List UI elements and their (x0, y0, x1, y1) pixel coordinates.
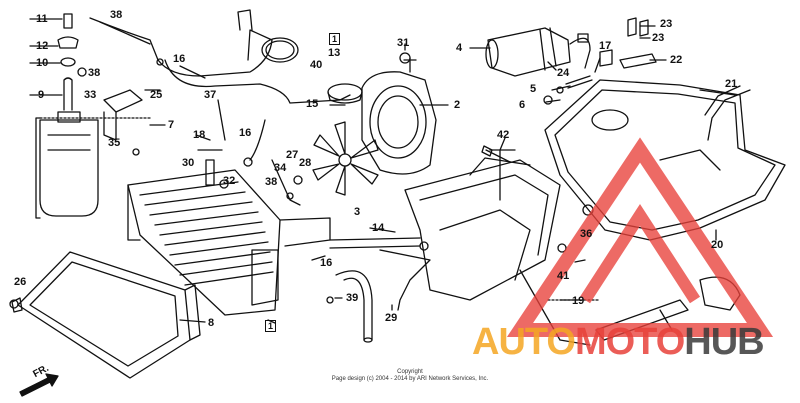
callout-27: 27 (286, 149, 299, 161)
callout-7: 7 (168, 119, 175, 131)
watermark-auto: AUTO (472, 321, 576, 363)
callout-37: 37 (204, 89, 217, 101)
thermo-switch (205, 159, 215, 186)
hose-upper (249, 119, 266, 161)
callout-24: 24 (557, 67, 570, 79)
lower-hose (329, 237, 421, 249)
hose-band (261, 37, 299, 63)
overflow-hose (89, 9, 351, 104)
callout-15: 15 (306, 98, 319, 110)
radiator-mount-bracket (404, 149, 591, 346)
copyright-text: Page design (c) 2004 - 2014 by ARI Netwo… (331, 376, 489, 382)
callout-28: 28 (299, 157, 312, 169)
callout-33: 33 (84, 89, 97, 101)
callout-35: 35 (108, 137, 121, 149)
copyright-notice: Copyright Page design (c) 2004 - 2014 by… (300, 369, 520, 383)
fan-motor (485, 27, 591, 77)
callout-10: 10 (36, 57, 49, 69)
filler-neck-parts (29, 13, 79, 111)
callout-8: 8 (208, 317, 215, 329)
callout-23: 23 (652, 32, 665, 44)
callout-32: 32 (223, 175, 236, 187)
stay-29 (379, 249, 431, 311)
callout-39: 39 (346, 292, 359, 304)
callout-11: 11 (36, 13, 48, 25)
callout-38: 38 (265, 176, 278, 188)
callout-34: 34 (274, 162, 287, 174)
callout-13: 13 (328, 47, 341, 59)
callout-1-boxed: 1 (329, 33, 341, 45)
callout-19: 19 (572, 295, 585, 307)
callout-38: 38 (88, 67, 101, 79)
hose-39 (335, 270, 373, 341)
callout-14: 14 (372, 222, 385, 234)
callout-40: 40 (310, 59, 323, 71)
callout-16: 16 (320, 257, 333, 269)
callout-20: 20 (711, 239, 724, 251)
copyright-title: Copyright (397, 369, 423, 375)
callout-18: 18 (193, 129, 206, 141)
callout-36: 36 (580, 228, 593, 240)
callout-25: 25 (150, 89, 163, 101)
watermark-hub: HUB (684, 321, 764, 363)
callout-6: 6 (519, 99, 526, 111)
callout-1-boxed: 1 (265, 320, 277, 332)
tank-bracket (103, 89, 143, 113)
callout-5: 5 (530, 83, 537, 95)
callout-16: 16 (239, 127, 252, 139)
callout-22: 22 (670, 54, 683, 66)
callout-41: 41 (557, 270, 570, 282)
watermark-text: AUTOMOTOHUB (472, 321, 765, 363)
callout-3: 3 (354, 206, 361, 218)
callout-4: 4 (456, 42, 463, 54)
callout-12: 12 (36, 40, 49, 52)
callout-9: 9 (38, 89, 45, 101)
fan-shroud (361, 57, 437, 175)
callout-17: 17 (599, 40, 612, 52)
callout-31: 31 (397, 37, 410, 49)
callout-30: 30 (182, 157, 195, 169)
callout-29: 29 (385, 312, 398, 324)
front-arrow-icon (19, 373, 59, 397)
callout-16: 16 (173, 53, 186, 65)
under-cover (544, 79, 786, 241)
reserve-tank (35, 111, 151, 219)
watermark-moto: MOTO (574, 321, 685, 363)
callout-42: 42 (497, 129, 510, 141)
callout-38: 38 (110, 9, 123, 21)
callout-23: 23 (660, 18, 673, 30)
radiator (127, 169, 331, 316)
callout-21: 21 (725, 78, 738, 90)
callout-26: 26 (14, 276, 27, 288)
radiator-grille (11, 251, 201, 379)
fan-blade (312, 121, 379, 196)
watermark-logo (506, 137, 774, 337)
callout-2: 2 (454, 99, 461, 111)
